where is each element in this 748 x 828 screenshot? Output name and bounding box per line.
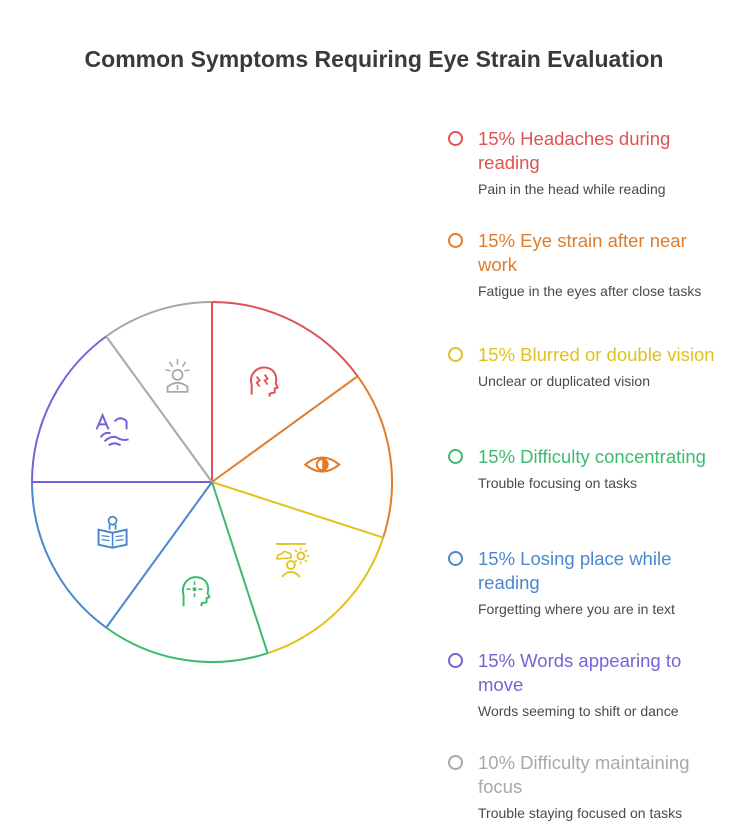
- legend-percent: 15%: [478, 650, 516, 671]
- legend-description: Trouble focusing on tasks: [478, 475, 638, 491]
- legend-label: Words appearing to move: [478, 650, 682, 695]
- legend-description: Fatigue in the eyes after close tasks: [478, 283, 702, 299]
- moving-letters-icon: [95, 412, 129, 447]
- legend-heading: 15% Headaches during reading: [478, 127, 728, 175]
- legend-label: Headaches during reading: [478, 128, 671, 173]
- pie-slice-4: [106, 482, 268, 662]
- eye-icon: [303, 456, 341, 473]
- person-reading-icon: [97, 515, 128, 549]
- legend-percent: 15%: [478, 344, 516, 365]
- pie-divider-3: [211, 481, 384, 539]
- legend-label: Eye strain after near work: [478, 230, 687, 275]
- legend-marker-icon: [448, 131, 463, 146]
- pie-slice-5: [32, 482, 212, 628]
- legend-heading: 15% Eye strain after near work: [478, 229, 728, 277]
- legend-heading: 15% Losing place while reading: [478, 547, 728, 595]
- pie-slice-arc-6: [31, 335, 107, 483]
- legend-label: Losing place while reading: [478, 548, 672, 593]
- legend-marker-icon: [448, 347, 463, 362]
- pie-slice-arc-7: [105, 301, 213, 338]
- legend-description: Words seeming to shift or dance: [478, 703, 679, 719]
- legend-heading: 15% Words appearing to move: [478, 649, 728, 697]
- legend-percent: 15%: [478, 128, 516, 149]
- legend-percent: 15%: [478, 548, 516, 569]
- pie-slice-arc-4: [105, 626, 268, 663]
- pie-slice-arc-2: [356, 375, 393, 538]
- pie-slice-6: [32, 336, 212, 482]
- legend-heading: 15% Blurred or double vision: [478, 343, 728, 367]
- head-lightning-icon: [250, 366, 279, 397]
- legend-marker-icon: [448, 653, 463, 668]
- legend-marker-icon: [448, 449, 463, 464]
- distracted-person-icon: [165, 358, 190, 393]
- pie-slice-3: [212, 482, 384, 654]
- head-focus-icon: [181, 576, 211, 607]
- legend-percent: 15%: [478, 446, 516, 467]
- pie-divider-2: [211, 375, 359, 483]
- legend-heading: 15% Difficulty concentrating: [478, 445, 728, 469]
- pie-slice-7: [106, 302, 212, 482]
- pie-divider-4: [211, 481, 269, 654]
- legend-label: Blurred or double vision: [520, 344, 715, 365]
- legend-percent: 10%: [478, 752, 516, 773]
- legend-description: Trouble staying focused on tasks: [478, 805, 683, 821]
- legend-description: Forgetting where you are in text: [478, 601, 675, 617]
- pie-divider-5: [105, 481, 213, 629]
- pie-slice-arc-5: [31, 481, 107, 629]
- pie-slice-arc-3: [267, 537, 385, 655]
- pie-slice-arc-1: [211, 301, 359, 377]
- legend-description: Unclear or duplicated vision: [478, 373, 650, 389]
- legend-heading: 10% Difficulty maintaining focus: [478, 751, 728, 799]
- legend-marker-icon: [448, 551, 463, 566]
- legend-label: Difficulty maintaining focus: [478, 752, 690, 797]
- legend-marker-icon: [448, 755, 463, 770]
- legend-marker-icon: [448, 233, 463, 248]
- legend-label: Difficulty concentrating: [520, 446, 706, 467]
- page-title: Common Symptoms Requiring Eye Strain Eva…: [84, 46, 664, 72]
- legend-percent: 15%: [478, 230, 516, 251]
- pie-divider-7: [105, 335, 213, 483]
- pie-slice-1: [212, 302, 358, 482]
- legend-description: Pain in the head while reading: [478, 181, 666, 197]
- person-sun-cloud-icon: [275, 543, 310, 578]
- pie-slice-2: [212, 376, 392, 538]
